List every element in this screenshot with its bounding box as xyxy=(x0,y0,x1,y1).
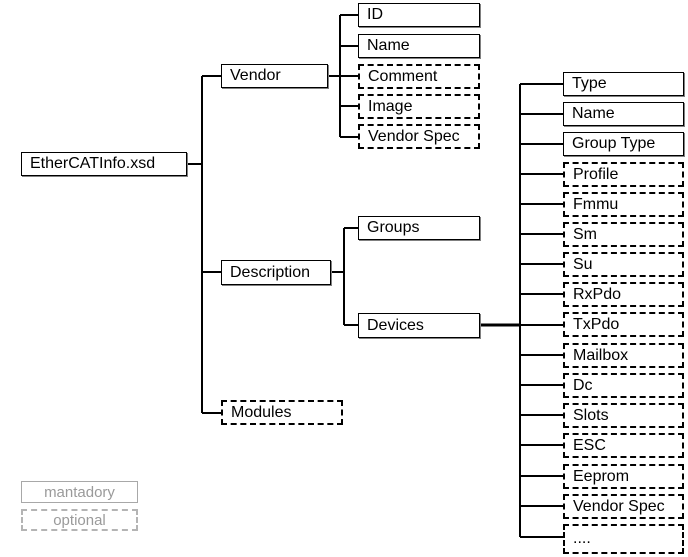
node-label: Vendor xyxy=(230,67,281,84)
node-label: Vendor Spec xyxy=(573,497,665,515)
node-label: ID xyxy=(367,6,383,23)
node-label: Name xyxy=(367,37,410,54)
node-v_name[interactable]: Name xyxy=(358,34,480,58)
node-label: Profile xyxy=(573,165,619,183)
node-id[interactable]: ID xyxy=(358,3,480,27)
node-label: Comment xyxy=(368,67,438,85)
node-root[interactable]: EtherCATInfo.xsd xyxy=(21,152,187,176)
node-comment[interactable]: Comment xyxy=(358,64,480,89)
node-label: ESC xyxy=(573,436,606,454)
node-label: EtherCATInfo.xsd xyxy=(30,155,156,172)
node-dc[interactable]: Dc xyxy=(563,373,684,398)
node-vendor[interactable]: Vendor xyxy=(221,64,328,88)
node-label: Description xyxy=(230,263,311,281)
node-mailbox[interactable]: Mailbox xyxy=(563,343,684,368)
legend-label: optional xyxy=(53,511,106,529)
node-label: Type xyxy=(572,75,607,92)
node-label: Vendor Spec xyxy=(368,127,460,145)
node-label: Mailbox xyxy=(573,346,629,364)
node-label: RxPdo xyxy=(573,285,622,303)
node-rxpdo[interactable]: RxPdo xyxy=(563,282,684,307)
node-label: Name xyxy=(572,105,615,122)
node-label: Sm xyxy=(573,225,597,243)
node-more[interactable]: .... xyxy=(563,524,684,554)
node-type[interactable]: Type xyxy=(563,72,684,96)
node-su[interactable]: Su xyxy=(563,252,684,277)
node-devices[interactable]: Devices xyxy=(358,313,480,338)
node-d_name[interactable]: Name xyxy=(563,102,684,126)
node-description[interactable]: Description xyxy=(221,260,331,285)
node-label: Su xyxy=(573,255,593,273)
node-fmmu[interactable]: Fmmu xyxy=(563,192,684,217)
node-slots[interactable]: Slots xyxy=(563,403,684,428)
node-label: Eeprom xyxy=(573,467,630,485)
node-txpdo[interactable]: TxPdo xyxy=(563,312,684,337)
node-vendorspec2[interactable]: Vendor Spec xyxy=(563,494,684,519)
node-label: Fmmu xyxy=(573,195,619,213)
node-esc[interactable]: ESC xyxy=(563,433,684,458)
node-label: Image xyxy=(368,97,413,115)
node-label: Groups xyxy=(367,219,420,236)
node-groups[interactable]: Groups xyxy=(358,216,480,240)
legend-mandatory: mantadory xyxy=(21,481,138,503)
node-vendorspec1[interactable]: Vendor Spec xyxy=(358,124,480,149)
node-sm[interactable]: Sm xyxy=(563,222,684,247)
node-profile[interactable]: Profile xyxy=(563,162,684,187)
node-modules[interactable]: Modules xyxy=(221,400,343,425)
node-label: Dc xyxy=(573,376,593,394)
node-label: Slots xyxy=(573,406,609,424)
node-grouptype[interactable]: Group Type xyxy=(563,132,684,156)
legend-label: mantadory xyxy=(44,483,115,501)
node-label: Modules xyxy=(231,403,292,421)
node-label: Devices xyxy=(367,316,424,334)
node-label: TxPdo xyxy=(573,315,620,333)
node-label: Group Type xyxy=(572,135,656,152)
legend-optional: optional xyxy=(21,509,138,531)
node-label: .... xyxy=(573,530,591,547)
node-image[interactable]: Image xyxy=(358,94,480,119)
node-eeprom[interactable]: Eeprom xyxy=(563,464,684,489)
